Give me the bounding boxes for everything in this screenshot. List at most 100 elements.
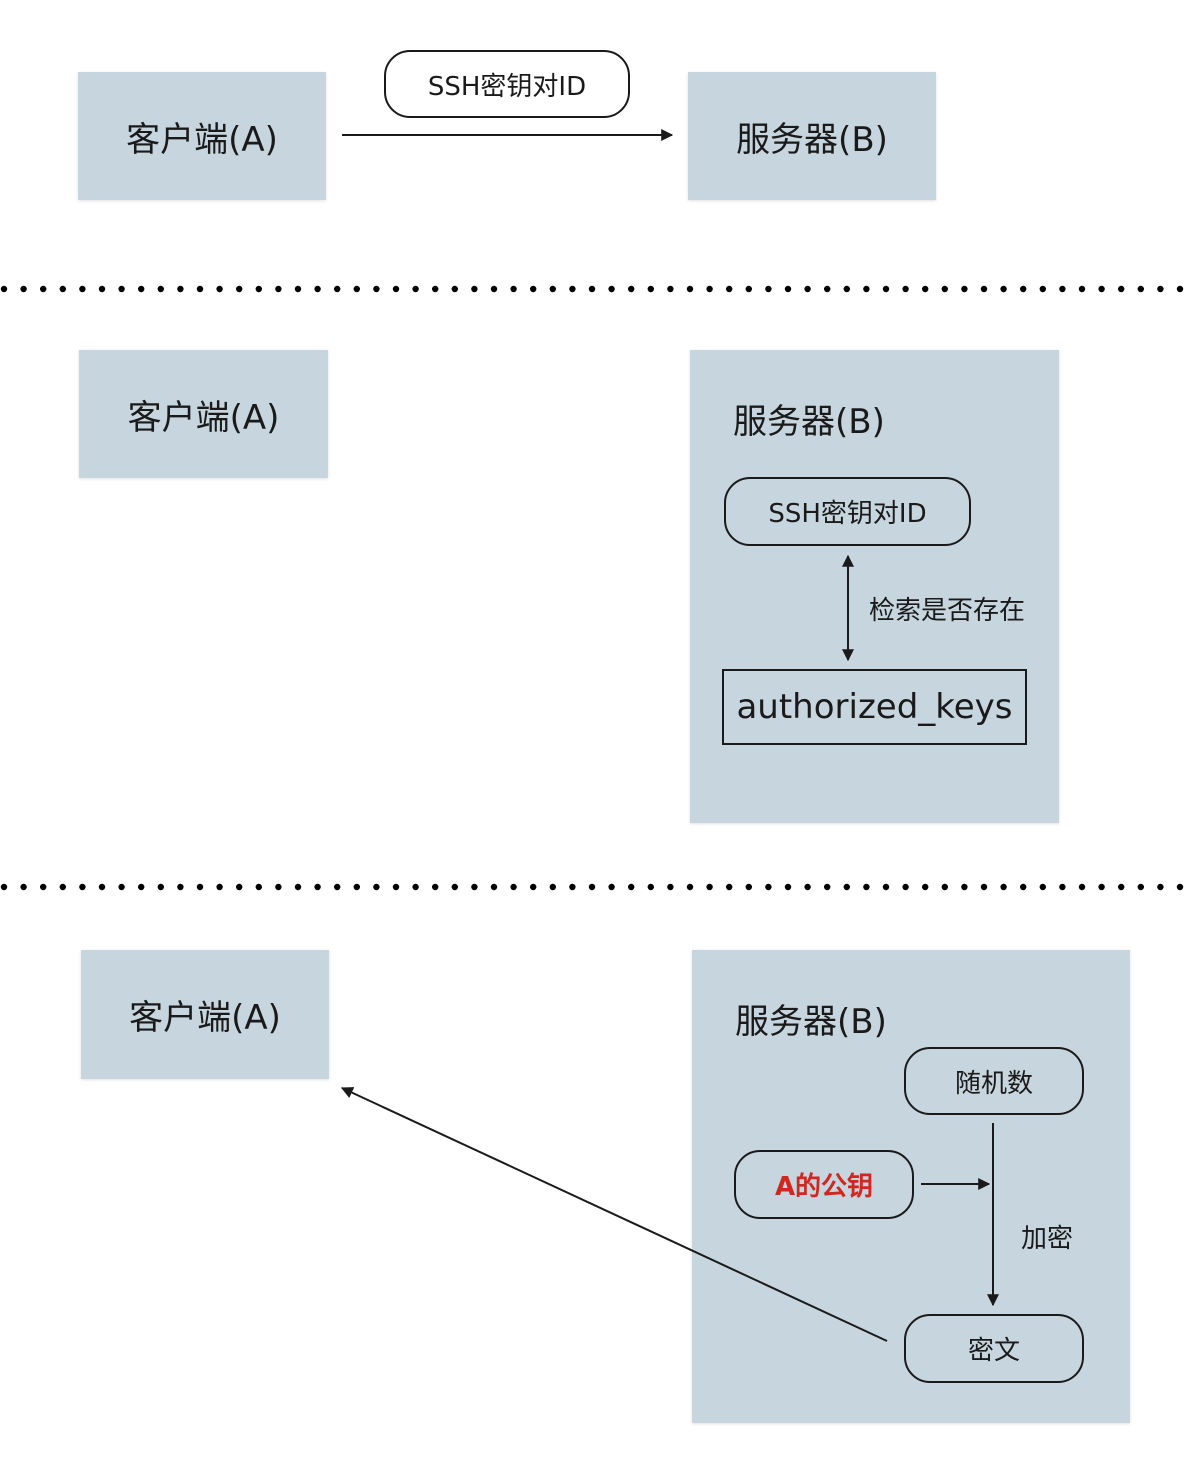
- separator-dot: [353, 883, 360, 891]
- separator-dot: [1078, 883, 1086, 891]
- separator-dot: [373, 883, 380, 891]
- separator-dot: [628, 285, 635, 293]
- separator-dot: [628, 883, 635, 891]
- separator-dot: [0, 883, 8, 891]
- separator-dot: [196, 883, 204, 891]
- ssh-key-id-node: SSH密钥对ID: [724, 477, 971, 546]
- separator-dot: [334, 285, 341, 293]
- separator-dot: [765, 883, 772, 891]
- separator-dot: [922, 883, 929, 891]
- separator-dot: [59, 285, 66, 293]
- separator-dot: [236, 883, 243, 891]
- server-label: 服务器(B): [735, 1002, 887, 1042]
- separator-dot: [980, 285, 988, 293]
- client-box-3: 客户端(A): [81, 950, 329, 1079]
- separator-dotted-1: [0, 285, 1184, 293]
- separator-dot: [824, 883, 831, 891]
- separator-dot: [412, 883, 419, 891]
- separator-dot: [1000, 285, 1007, 293]
- separator-dot: [745, 883, 752, 891]
- separator-dot: [863, 285, 870, 293]
- separator-dot: [686, 883, 694, 891]
- separator-dot: [1137, 883, 1145, 891]
- separator-dot: [98, 883, 106, 891]
- separator-dot: [569, 883, 576, 891]
- separator-dot: [138, 883, 145, 891]
- separator-dot: [490, 883, 498, 891]
- separator-dot: [843, 883, 850, 891]
- separator-dot: [255, 883, 262, 891]
- separator-dot: [941, 285, 948, 293]
- separator-dot: [1118, 285, 1125, 293]
- separator-dot: [98, 285, 106, 293]
- separator-dot: [451, 285, 458, 293]
- separator-dot: [843, 285, 850, 293]
- separator-dot: [608, 285, 615, 293]
- lookup-label: 检索是否存在: [869, 596, 1026, 626]
- separator-dot: [40, 883, 47, 891]
- separator-dot: [765, 285, 772, 293]
- separator-dot: [216, 883, 223, 891]
- separator-dot: [647, 883, 654, 891]
- random-number-node: 随机数: [904, 1047, 1084, 1115]
- separator-dot: [314, 883, 321, 891]
- separator-dot: [79, 883, 86, 891]
- separator-dot: [588, 285, 596, 293]
- separator-dot: [177, 285, 184, 293]
- ssh-key-id-message: SSH密钥对ID: [384, 50, 630, 118]
- separator-dot: [1039, 285, 1047, 293]
- separator-dot: [784, 883, 792, 891]
- separator-dot: [863, 883, 870, 891]
- separator-dot: [1176, 883, 1184, 891]
- separator-dot: [667, 285, 674, 293]
- separator-dot: [40, 285, 47, 293]
- separator-dot: [530, 883, 537, 891]
- separator-dot: [392, 285, 400, 293]
- separator-dot: [20, 883, 27, 891]
- separator-dot: [275, 883, 282, 891]
- client-label: 客户端(A): [127, 397, 280, 438]
- server-box-2: 服务器(B): [690, 350, 1059, 823]
- separator-dot: [510, 285, 517, 293]
- separator-dot: [686, 285, 694, 293]
- separator-dot: [1176, 285, 1184, 293]
- client-label: 客户端(A): [126, 119, 278, 160]
- public-key-node: A的公钥: [734, 1150, 914, 1219]
- separator-dot: [314, 285, 321, 293]
- separator-dot: [294, 285, 302, 293]
- separator-dot: [980, 883, 988, 891]
- separator-dot: [451, 883, 458, 891]
- separator-dot: [275, 285, 282, 293]
- separator-dot: [1020, 285, 1027, 293]
- separator-dot: [373, 285, 380, 293]
- separator-dot: [510, 883, 517, 891]
- separator-dot: [196, 285, 204, 293]
- separator-dot: [118, 285, 125, 293]
- separator-dot: [1098, 883, 1105, 891]
- separator-dot: [1137, 285, 1145, 293]
- separator-dot: [569, 285, 576, 293]
- separator-dot: [294, 883, 302, 891]
- separator-dot: [1157, 285, 1164, 293]
- separator-dot: [432, 285, 439, 293]
- separator-dot: [804, 285, 811, 293]
- separator-dot: [216, 285, 223, 293]
- separator-dot: [667, 883, 674, 891]
- separator-dot: [647, 285, 654, 293]
- separator-dot: [1118, 883, 1125, 891]
- separator-dot: [255, 285, 262, 293]
- client-label: 客户端(A): [129, 998, 281, 1038]
- separator-dot: [608, 883, 615, 891]
- separator-dot: [902, 285, 909, 293]
- separator-dot: [961, 285, 968, 293]
- separator-dot: [157, 883, 164, 891]
- separator-dot: [824, 285, 831, 293]
- separator-dot: [1157, 883, 1164, 891]
- separator-dot: [20, 285, 27, 293]
- server-label: 服务器(B): [736, 119, 888, 160]
- separator-dot: [530, 285, 537, 293]
- authorized-keys-node: authorized_keys: [722, 669, 1027, 745]
- separator-dot: [138, 285, 145, 293]
- separator-dot: [432, 883, 439, 891]
- separator-dot: [1000, 883, 1007, 891]
